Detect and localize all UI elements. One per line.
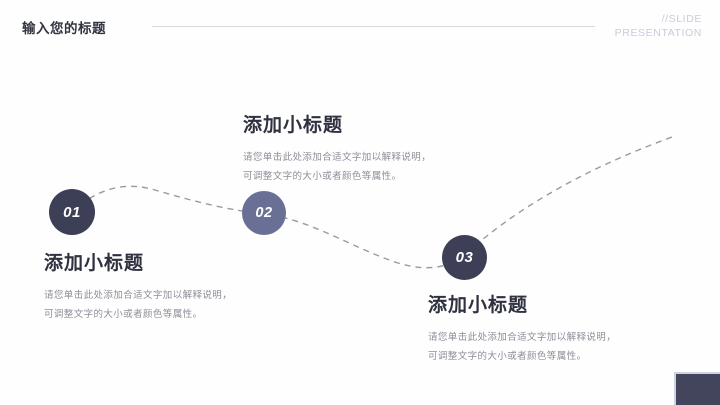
timeline-marker-03[interactable]: 03: [442, 235, 487, 280]
block-body-line: 请您单击此处添加合适文字加以解释说明，: [243, 152, 432, 163]
brand-line-2: PRESENTATION: [614, 27, 702, 39]
timeline-marker-02[interactable]: 02: [242, 191, 286, 235]
marker-label-01: 01: [63, 203, 81, 221]
marker-label-03: 03: [455, 249, 474, 266]
block-title: 添加小标题: [44, 253, 145, 274]
timeline-marker-01[interactable]: 01: [49, 189, 95, 235]
brand-line-1: //SLIDE: [661, 13, 702, 25]
content-block-right: 添加小标题 请您单击此处添加合适文字加以解释说明， 可调整文字的大小或者颜色等属…: [428, 290, 616, 366]
marker-label-02: 02: [255, 205, 273, 221]
block-body-line: 请您单击此处添加合适文字加以解释说明，: [428, 332, 617, 343]
brand-label: //SLIDE PRESENTATION: [615, 12, 702, 40]
block-body-line: 可调整文字的大小或者颜色等属性。: [44, 309, 203, 320]
block-title: 添加小标题: [243, 115, 344, 136]
content-block-top: 添加小标题 请您单击此处添加合适文字加以解释说明， 可调整文字的大小或者颜色等属…: [243, 110, 431, 186]
block-body-line: 可调整文字的大小或者颜色等属性。: [243, 171, 402, 182]
content-block-left: 添加小标题 请您单击此处添加合适文字加以解释说明， 可调整文字的大小或者颜色等属…: [44, 248, 232, 324]
block-body-line: 请您单击此处添加合适文字加以解释说明，: [44, 290, 233, 301]
corner-decoration: [674, 372, 720, 405]
block-title: 添加小标题: [428, 295, 529, 316]
block-body-line: 可调整文字的大小或者颜色等属性。: [428, 351, 587, 362]
header-divider: [152, 26, 595, 27]
page-title: 输入您的标题: [22, 21, 106, 36]
